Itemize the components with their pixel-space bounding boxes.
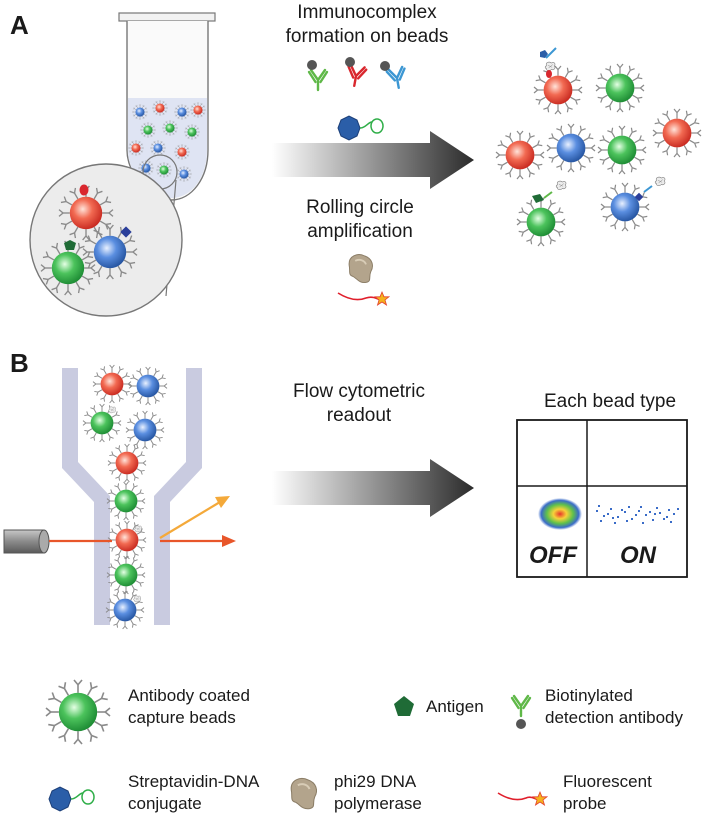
detection-antibody-icon xyxy=(510,694,532,729)
detection-antibodies xyxy=(307,57,409,92)
off-population xyxy=(538,498,582,530)
legend-2-line1: Biotinylated xyxy=(545,686,633,705)
legend-5-line2: probe xyxy=(563,794,606,813)
legend-3-line1: Streptavidin-DNA xyxy=(128,772,260,791)
step2-line2: amplification xyxy=(307,221,413,242)
step3-line2: readout xyxy=(327,405,392,426)
legend-2-line2: detection antibody xyxy=(545,708,683,727)
panel-b-label: B xyxy=(10,348,29,378)
probe-a xyxy=(337,291,390,306)
plot-title: Each bead type xyxy=(544,391,676,412)
result-beads xyxy=(496,47,701,246)
legend-0-line1: Antibody coated xyxy=(128,686,250,705)
legend-0-line2: capture beads xyxy=(128,708,236,727)
panel-a-label: A xyxy=(10,10,29,40)
legend-3-line2: conjugate xyxy=(128,794,202,813)
arrow-a xyxy=(272,131,474,189)
exit-arrowhead xyxy=(222,535,236,547)
legend-4-line2: polymerase xyxy=(334,794,422,813)
arrow-b xyxy=(272,459,474,517)
on-population xyxy=(596,505,679,524)
scatter-arrowhead xyxy=(215,496,230,508)
fluorescent-probe-icon xyxy=(497,791,548,806)
polymerase-icon xyxy=(290,777,318,810)
antigen-icon xyxy=(394,696,414,716)
legend-1-line1: Antigen xyxy=(426,697,484,716)
laser-source xyxy=(3,529,50,554)
scatter-beam xyxy=(159,501,221,539)
streptavidin-dna-icon xyxy=(48,786,95,812)
flow-channel xyxy=(62,368,202,625)
step1-line1: Immunocomplex xyxy=(297,2,437,23)
streptavidin-dna xyxy=(337,115,384,141)
gate-off-label: OFF xyxy=(529,542,578,569)
cytometry-plot: OFF ON xyxy=(516,419,688,578)
capture-bead-icon xyxy=(46,680,110,744)
gate-on-label: ON xyxy=(620,542,657,569)
step2-line1: Rolling circle xyxy=(306,197,414,218)
step1-line2: formation on beads xyxy=(286,26,449,47)
legend-4-line1: phi29 DNA xyxy=(334,772,417,791)
step3-line1: Flow cytometric xyxy=(293,381,425,402)
legend: Antibody coated capture beads Antigen Bi… xyxy=(46,680,683,813)
legend-5-line1: Fluorescent xyxy=(563,772,652,791)
polymerase-a xyxy=(348,253,374,284)
